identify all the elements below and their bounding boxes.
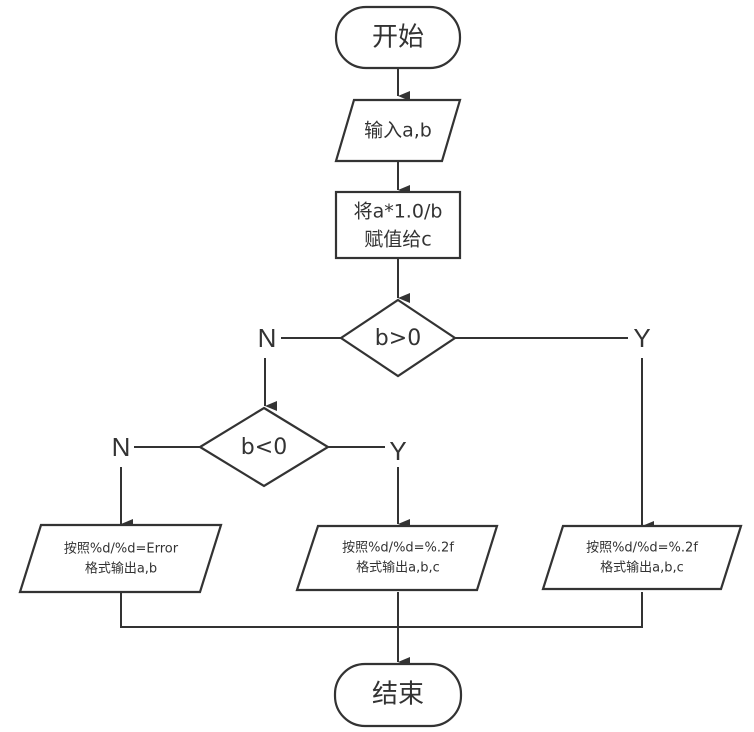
node-out-neg-line1: 按照%d/%d=%.2f — [342, 541, 454, 556]
edge-pos-merge — [398, 592, 643, 628]
node-input: 输入a,b — [334, 98, 462, 163]
node-assign-line1: 将a*1.0/b — [354, 201, 443, 223]
node-end-label: 结束 — [372, 680, 424, 710]
node-out-error-line2: 格式输出a,b — [85, 561, 157, 577]
node-assign: 将a*1.0/b 赋值给c — [334, 190, 462, 260]
edge-error-merge — [120, 592, 398, 628]
connectors — [120, 68, 654, 667]
node-end: 结束 — [333, 662, 463, 728]
node-cond1: b>0 — [339, 298, 457, 378]
branch-label-cond2-no: N — [112, 432, 131, 462]
node-cond1-label: b>0 — [375, 326, 421, 351]
branch-label-cond2-yes: Y — [389, 436, 406, 466]
node-out-pos-line1: 按照%d/%d=%.2f — [586, 541, 698, 556]
node-out-neg-line2: 格式输出a,b,c — [356, 560, 440, 576]
node-start-label: 开始 — [372, 23, 424, 53]
node-out-error-line1: 按照%d/%d=Error — [64, 542, 179, 557]
node-input-label: 输入a,b — [364, 120, 432, 142]
branch-label-cond1-yes: Y — [633, 323, 650, 353]
node-assign-line2: 赋值给c — [364, 229, 431, 251]
branch-label-cond1-no: N — [258, 323, 277, 353]
node-start: 开始 — [334, 5, 462, 70]
node-out-neg: 按照%d/%d=%.2f 格式输出a,b,c — [295, 524, 499, 592]
node-cond2: b<0 — [197, 406, 331, 488]
node-out-pos-line2: 格式输出a,b,c — [600, 560, 684, 576]
node-out-pos: 按照%d/%d=%.2f 格式输出a,b,c — [541, 524, 743, 591]
node-out-error: 按照%d/%d=Error 格式输出a,b — [18, 523, 223, 594]
node-cond2-label: b<0 — [241, 435, 287, 460]
